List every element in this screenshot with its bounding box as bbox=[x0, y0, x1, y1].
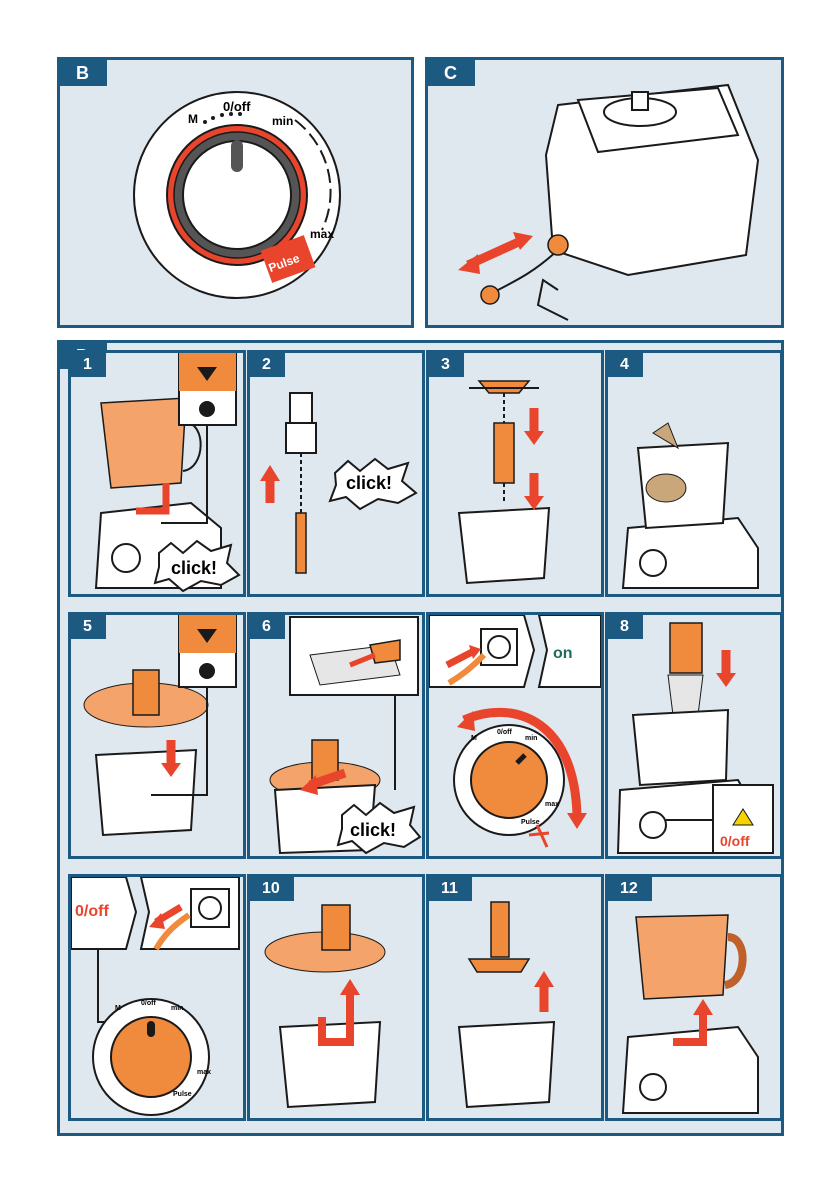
step-4-figure bbox=[621, 422, 759, 589]
step-8-off-label: 0/off bbox=[720, 833, 750, 849]
step-5-figure bbox=[83, 615, 237, 837]
step-9-off-label: 0/off bbox=[75, 903, 109, 920]
step-9-dial-off: 0/off bbox=[141, 1000, 156, 1007]
step-9-dial-min: min bbox=[171, 1005, 184, 1012]
step-7-dial-max: max bbox=[545, 801, 560, 808]
panel-b-label: B bbox=[60, 60, 107, 86]
step-9-dial-pulse: Pulse bbox=[173, 1091, 192, 1098]
step-8: 8 0/off bbox=[605, 612, 783, 859]
panel-c-label: C bbox=[428, 60, 475, 86]
step-12: 12 bbox=[605, 874, 783, 1121]
step-7-dial-pulse: Pulse bbox=[521, 819, 540, 826]
step-7-dial-m: M bbox=[471, 735, 477, 742]
step-8-figure bbox=[616, 622, 774, 854]
step-1-number: 1 bbox=[71, 353, 106, 377]
step-7-figure bbox=[429, 615, 601, 848]
step-10-number: 10 bbox=[250, 877, 294, 901]
step-3-number: 3 bbox=[429, 353, 464, 377]
step-3: 3 bbox=[426, 350, 604, 597]
step-11-figure bbox=[457, 901, 556, 1109]
step-5: 5 bbox=[68, 612, 246, 859]
step-5-number: 5 bbox=[71, 615, 106, 639]
step-1: 1 click! bbox=[68, 350, 246, 597]
step-2: 2 click! bbox=[247, 350, 425, 597]
step-12-number: 12 bbox=[608, 877, 652, 901]
step-4: 4 bbox=[605, 350, 783, 597]
dial-max-label: max bbox=[310, 227, 335, 241]
step-11: 11 bbox=[426, 874, 604, 1121]
step-6: 6 click! bbox=[247, 612, 425, 859]
step-7-on-label: on bbox=[553, 645, 573, 662]
step-1-figure bbox=[94, 353, 241, 593]
step-10: 10 bbox=[247, 874, 425, 1121]
step-11-number: 11 bbox=[429, 877, 472, 901]
step-1-click-callout: click! bbox=[171, 558, 218, 578]
step-6-figure bbox=[269, 616, 422, 855]
base-unit-figure bbox=[458, 83, 760, 321]
step-2-figure bbox=[260, 392, 418, 574]
control-dial-figure bbox=[133, 91, 341, 299]
panel-b: B 0/off M min max Pulse bbox=[57, 57, 414, 328]
step-9-dial-max: max bbox=[197, 1069, 212, 1076]
step-10-figure bbox=[264, 904, 386, 1109]
step-6-click-callout: click! bbox=[350, 820, 397, 840]
step-2-number: 2 bbox=[250, 353, 285, 377]
step-12-figure bbox=[621, 914, 759, 1114]
step-7-dial-min: min bbox=[525, 735, 538, 742]
step-2-click-callout: click! bbox=[346, 473, 393, 493]
step-9: 9 0/off M 0/off min max Pulse bbox=[68, 874, 246, 1121]
step-9-dial-m: M bbox=[115, 1005, 121, 1012]
dial-min-label: min bbox=[272, 114, 294, 128]
dial-off-label: 0/off bbox=[223, 99, 251, 114]
step-7-dial-off: 0/off bbox=[497, 729, 512, 736]
step-4-number: 4 bbox=[608, 353, 643, 377]
step-3-figure bbox=[457, 380, 551, 585]
step-7: 7 on M 0/off min max Pulse bbox=[426, 612, 604, 859]
step-8-number: 8 bbox=[608, 615, 643, 639]
step-9-figure bbox=[71, 877, 240, 1116]
panel-c: C bbox=[425, 57, 784, 328]
dial-m-label: M bbox=[188, 112, 198, 126]
step-6-number: 6 bbox=[250, 615, 285, 639]
